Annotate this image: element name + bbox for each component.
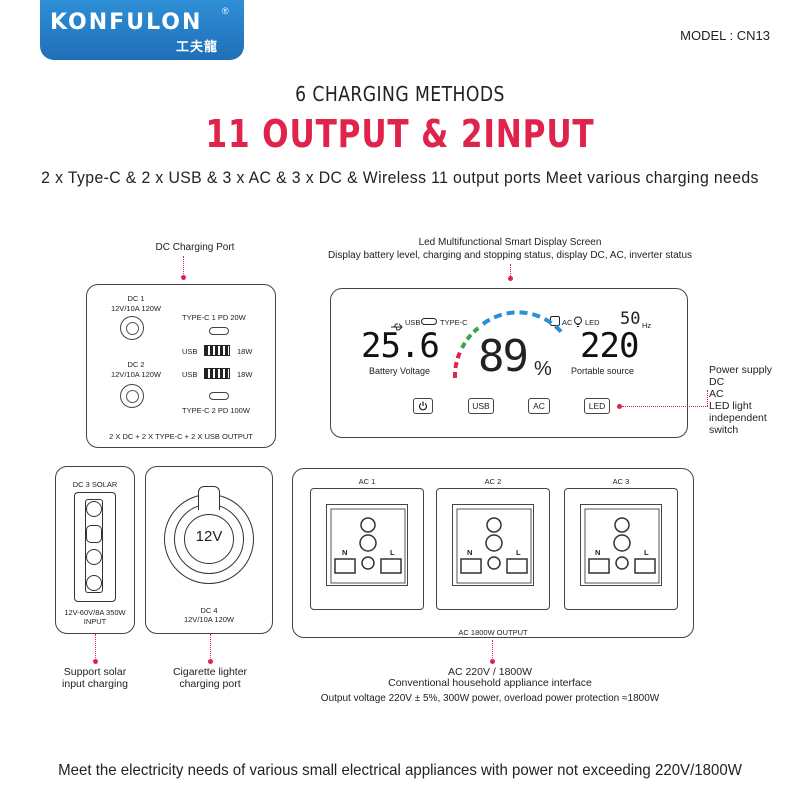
ports-subheading: 2 x Type-C & 2 x USB & 3 x AC & 3 x DC &…: [41, 168, 759, 187]
solar-title: DC 3 SOLAR: [72, 480, 118, 489]
solar-connector: [74, 492, 116, 602]
cig-callout-line: [210, 634, 211, 660]
usb-button[interactable]: USB: [468, 398, 494, 414]
display-callout-dot: [508, 276, 513, 281]
ac-callout-1: AC 220V / 1800W: [447, 666, 533, 678]
ac2-label: AC 2: [484, 477, 502, 486]
led-bulb-icon: [573, 315, 583, 327]
ac-callout-dot: [490, 659, 495, 664]
typec2-port: [209, 392, 229, 400]
ac-button[interactable]: AC: [528, 398, 550, 414]
display-callout-title: Led Multifunctional Smart Display Screen: [418, 237, 602, 248]
solar-callout-dot: [93, 659, 98, 664]
cigarette-plug-label: 12V: [195, 528, 223, 545]
ac3-outlet: [564, 488, 678, 610]
typec2-label: TYPE-C 2 PD 100W: [182, 406, 250, 415]
dc-callout-dot: [181, 275, 186, 280]
led-button[interactable]: LED: [584, 398, 610, 414]
brand-logo-badge: [40, 0, 244, 60]
dc1-name: DC 1: [127, 294, 145, 303]
ac2-live-label: L: [516, 548, 521, 557]
battery-voltage-value: 25.6: [361, 326, 440, 366]
dc-output-panel: [86, 284, 276, 448]
charging-methods-heading: 6 CHARGING METHODS: [295, 82, 505, 106]
socket-icon: [326, 504, 408, 586]
dc4-name: DC 4: [200, 606, 218, 615]
dc-callout-line: [183, 256, 184, 276]
power-button[interactable]: [413, 398, 433, 414]
brand-registered-mark: ®: [222, 6, 229, 16]
ac1-neutral-label: N: [342, 548, 348, 557]
lcd-typec-tag: TYPE-C: [440, 318, 468, 327]
dc2-spec: 12V/10A 120W: [110, 370, 162, 379]
output-voltage-label: Portable source: [571, 366, 635, 376]
dc1-port: [120, 316, 144, 340]
cig-callout: Cigarette lighter charging port: [172, 666, 248, 690]
typec1-port: [209, 327, 229, 335]
lcd-ac-tag: AC: [562, 318, 573, 327]
dc-panel-footer: 2 X DC + 2 X TYPE-C + 2 X USB OUTPUT: [109, 432, 253, 441]
frequency-value: 50: [620, 309, 641, 329]
battery-percent-sign: %: [534, 358, 552, 380]
display-callout-line: [510, 264, 511, 278]
socket-icon: [452, 504, 534, 586]
model-number: MODEL : CN13: [680, 28, 770, 43]
usb1-port: [204, 345, 230, 356]
ac3-neutral-label: N: [595, 548, 601, 557]
usb2-label: USB: [182, 370, 198, 379]
typec1-label: TYPE-C 1 PD 20W: [182, 313, 246, 322]
solar-spec-input: INPUT: [83, 617, 107, 626]
ac1-live-label: L: [390, 548, 395, 557]
ac1-outlet: [310, 488, 424, 610]
lcd-led-tag: LED: [585, 318, 600, 327]
ac-callout-3: Output voltage 220V ± 5%, 300W power, ov…: [320, 693, 660, 704]
battery-percent-value: 89: [478, 331, 529, 382]
ac2-outlet: [436, 488, 550, 610]
brand-name: KONFULON: [50, 10, 203, 35]
output-voltage-value: 220: [580, 326, 639, 366]
dc2-name: DC 2: [127, 360, 145, 369]
ac3-label: AC 3: [612, 477, 630, 486]
ac-callout-2: Conventional household appliance interfa…: [388, 677, 592, 689]
ac-panel-footer: AC 1800W OUTPUT: [458, 628, 528, 637]
usb1-label: USB: [182, 347, 198, 356]
frequency-unit: Hz: [642, 321, 652, 330]
ac3-live-label: L: [644, 548, 649, 557]
dc1-spec: 12V/10A 120W: [110, 304, 162, 313]
usb2-power: 18W: [237, 370, 253, 379]
dc4-spec: 12V/10A 120W: [183, 615, 235, 624]
dc2-port: [120, 384, 144, 408]
lcd-usb-tag: USB: [405, 318, 421, 327]
dc-port-callout: DC Charging Port: [155, 242, 235, 253]
switch-callout: Power supply DC AC LED light independent…: [709, 364, 773, 436]
solar-callout-line: [95, 634, 96, 660]
switch-callout-dot: [617, 404, 622, 409]
cig-callout-dot: [208, 659, 213, 664]
ac1-label: AC 1: [358, 477, 376, 486]
ac2-neutral-label: N: [467, 548, 473, 557]
power-icon: [418, 401, 428, 411]
ac-callout-line: [492, 640, 493, 660]
type-c-icon: [421, 318, 437, 325]
usb2-port: [204, 368, 230, 379]
display-callout-desc: Display battery level, charging and stop…: [327, 250, 693, 261]
usb1-power: 18W: [237, 347, 253, 356]
cap-tab: [198, 486, 220, 510]
usb-icon: [390, 318, 404, 331]
switch-callout-vline: [707, 390, 708, 406]
solar-callout: Support solar input charging: [62, 666, 128, 690]
battery-voltage-label: Battery Voltage: [369, 366, 431, 376]
solar-spec: 12V-60V/8A 350W: [64, 608, 126, 617]
switch-callout-line: [622, 406, 708, 407]
main-headline: 11 OUTPUT & 2INPUT: [205, 112, 595, 156]
brand-chinese-name: 工夫龍: [176, 39, 219, 54]
footer-statement: Meet the electricity needs of various sm…: [58, 762, 742, 779]
socket-icon: [580, 504, 662, 586]
battery-gauge-arc: [452, 310, 565, 379]
